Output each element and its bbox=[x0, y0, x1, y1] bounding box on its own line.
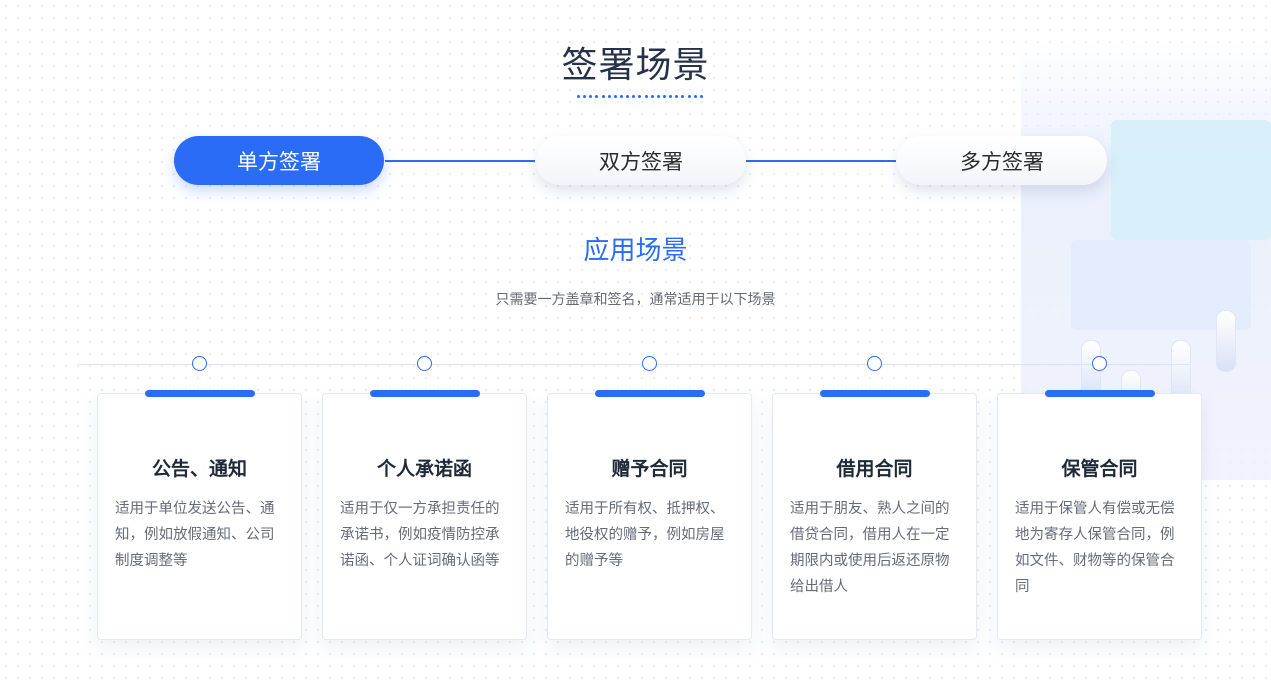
scenario-card: 赠予合同 适用于所有权、抵押权、地役权的赠予，例如房屋的赠予等 bbox=[547, 393, 752, 640]
tab-label: 多方签署 bbox=[960, 149, 1044, 174]
tab-connector-line bbox=[746, 160, 896, 162]
tab-two-party[interactable]: 双方签署 bbox=[536, 136, 746, 185]
timeline-line bbox=[78, 364, 1191, 365]
card-accent-bar bbox=[370, 390, 480, 397]
timeline-node bbox=[867, 356, 882, 371]
tab-single-party[interactable]: 单方签署 bbox=[174, 136, 384, 185]
scenario-card: 借用合同 适用于朋友、熟人之间的借贷合同，借用人在一定期限内或使用后返还原物给出… bbox=[772, 393, 977, 640]
card-text: 适用于保管人有偿或无偿地为寄存人保管合同，例如文件、财物等的保管合同 bbox=[1015, 501, 1175, 595]
decorative-glass-block bbox=[1111, 120, 1271, 240]
scenario-card: 个人承诺函 适用于仅一方承担责任的承诺书，例如疫情防控承诺函、个人证词确认函等 bbox=[322, 393, 527, 640]
tab-label: 双方签署 bbox=[599, 149, 683, 174]
card-accent-bar bbox=[820, 390, 930, 397]
section-title: 签署场景 bbox=[561, 45, 710, 86]
card-accent-bar bbox=[1045, 390, 1155, 397]
card-title: 赠予合同 bbox=[611, 458, 688, 480]
title-dots-decoration bbox=[577, 91, 703, 101]
timeline-node bbox=[1092, 356, 1107, 371]
card-title: 公告、通知 bbox=[151, 458, 247, 480]
scenario-card: 保管合同 适用于保管人有偿或无偿地为寄存人保管合同，例如文件、财物等的保管合同 bbox=[997, 393, 1202, 640]
card-title: 保管合同 bbox=[1061, 458, 1138, 480]
decorative-bar bbox=[1216, 310, 1236, 372]
card-text: 适用于所有权、抵押权、地役权的赠予，例如房屋的赠予等 bbox=[565, 501, 725, 569]
card-title: 借用合同 bbox=[836, 458, 913, 480]
timeline-node bbox=[192, 356, 207, 371]
tab-label: 单方签署 bbox=[237, 149, 321, 174]
card-text: 适用于朋友、熟人之间的借贷合同，借用人在一定期限内或使用后返还原物给出借人 bbox=[790, 501, 950, 595]
timeline-node bbox=[642, 356, 657, 371]
panel-title: 应用场景 bbox=[583, 236, 688, 266]
timeline-node bbox=[417, 356, 432, 371]
card-text: 适用于仅一方承担责任的承诺书，例如疫情防控承诺函、个人证词确认函等 bbox=[340, 501, 500, 569]
card-accent-bar bbox=[145, 390, 255, 397]
scenario-card: 公告、通知 适用于单位发送公告、通知，例如放假通知、公司制度调整等 bbox=[97, 393, 302, 640]
card-text: 适用于单位发送公告、通知，例如放假通知、公司制度调整等 bbox=[115, 501, 275, 569]
card-accent-bar bbox=[595, 390, 705, 397]
tab-connector-line bbox=[385, 160, 535, 162]
tab-multi-party[interactable]: 多方签署 bbox=[897, 136, 1107, 185]
panel-description: 只需要一方盖章和签名，通常适用于以下场景 bbox=[495, 292, 776, 308]
card-title: 个人承诺函 bbox=[376, 458, 472, 480]
